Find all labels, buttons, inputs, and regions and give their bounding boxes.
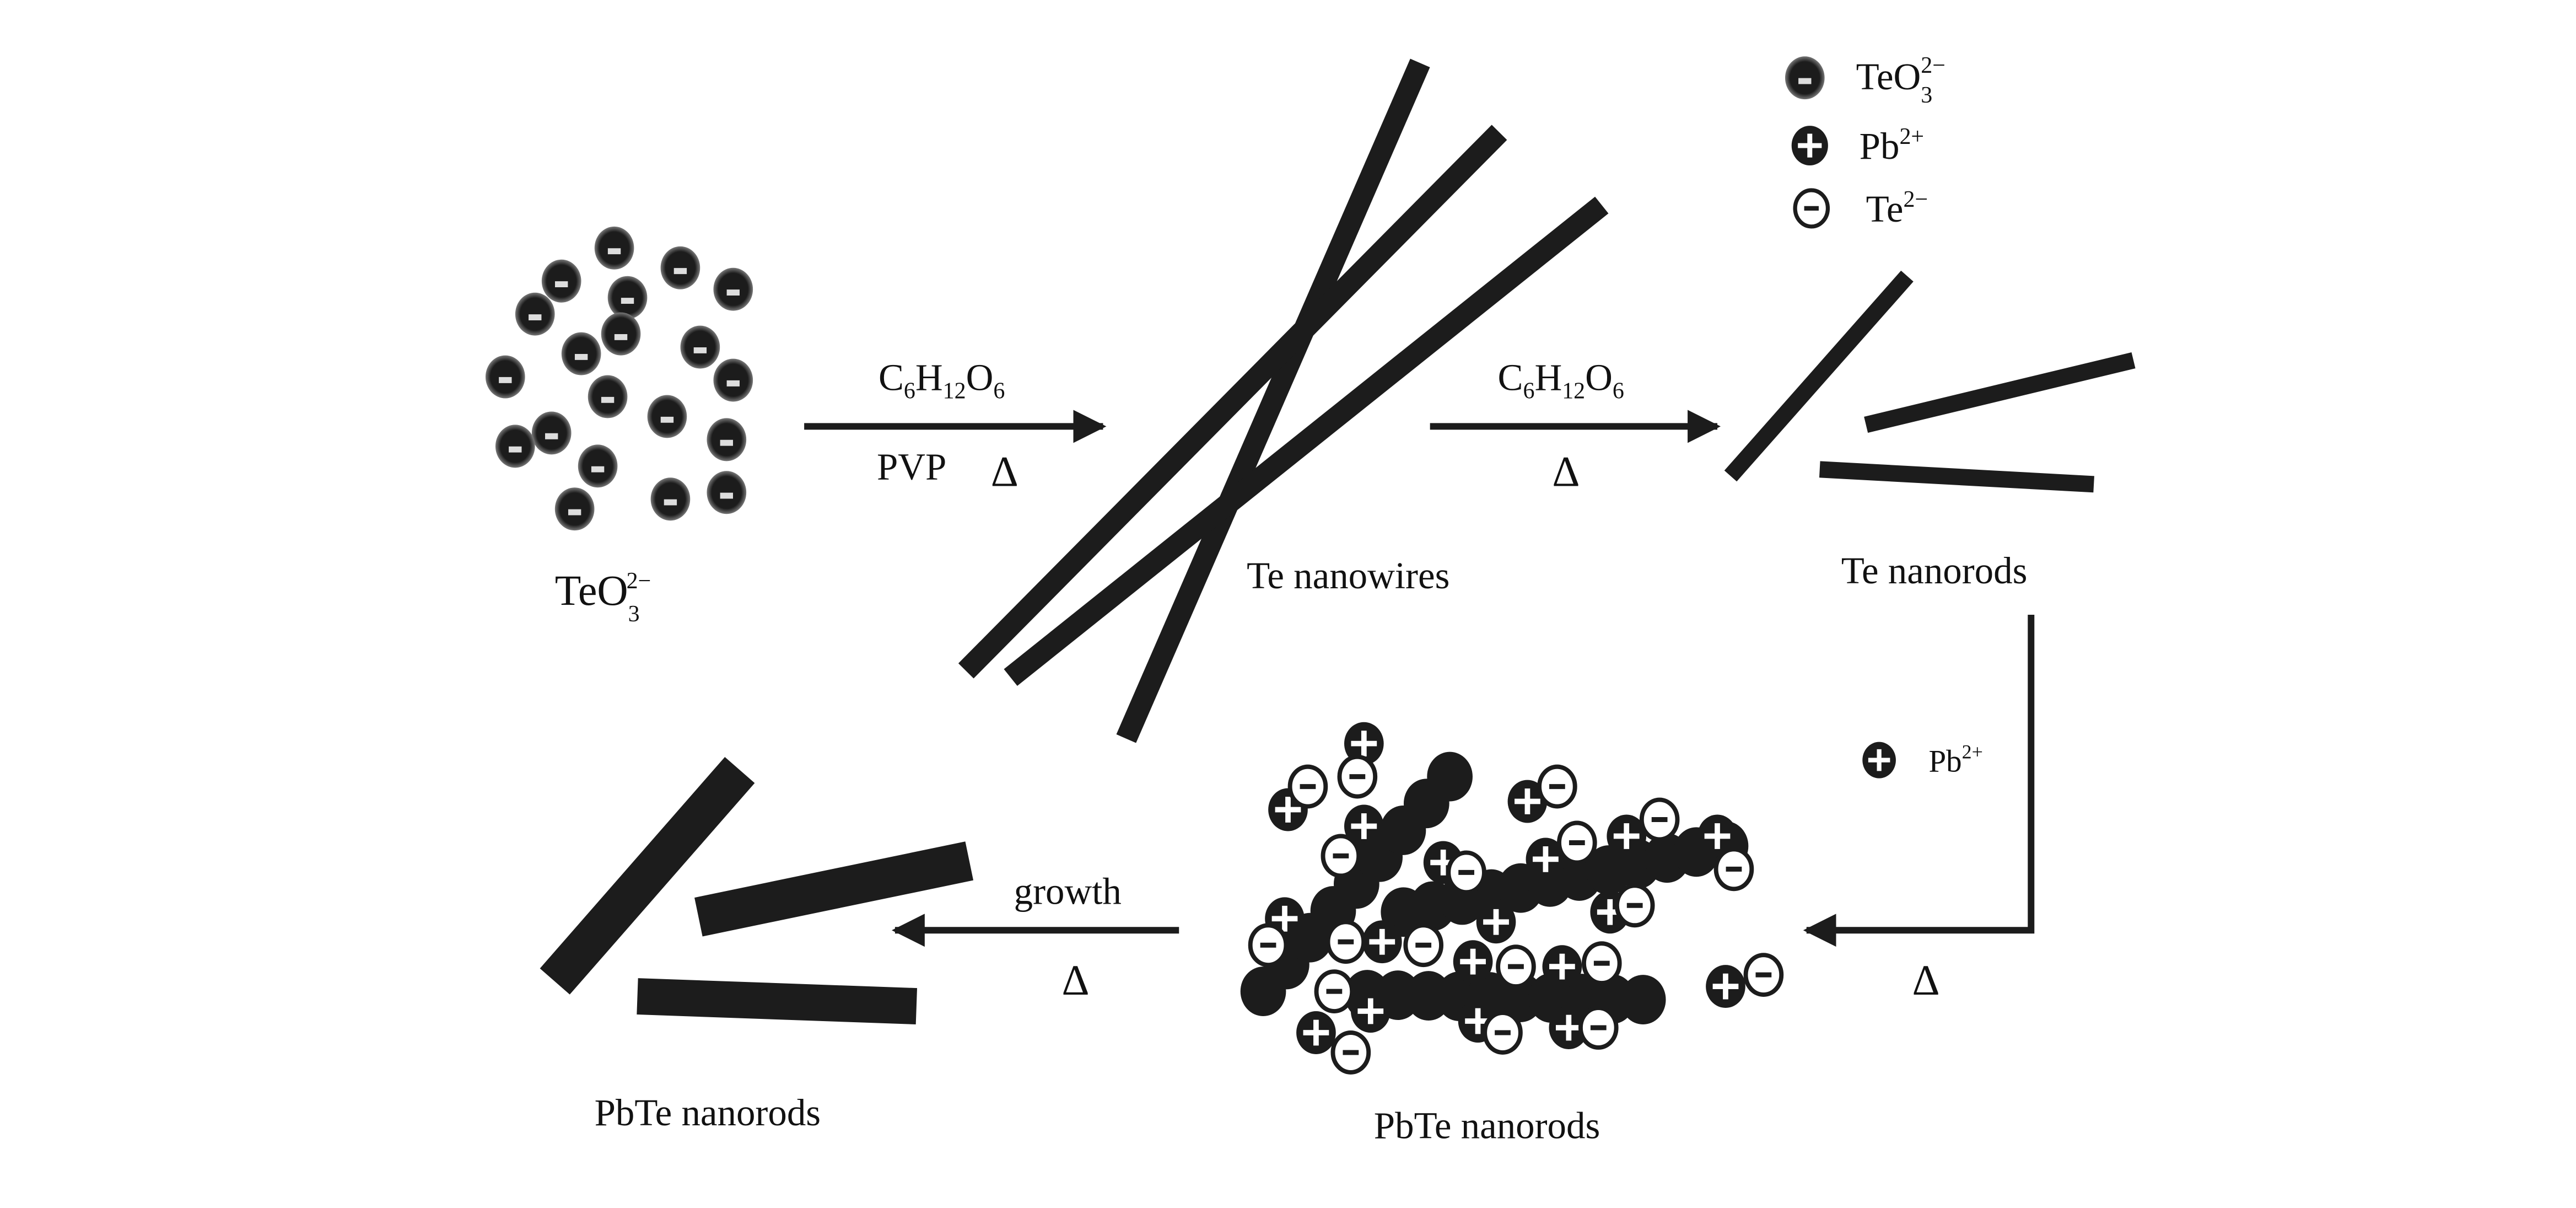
teo3-ion-cluster bbox=[485, 226, 753, 531]
nanowire bbox=[1004, 196, 1609, 686]
teo3-ion-icon bbox=[561, 332, 601, 375]
teo3-ion-icon bbox=[707, 418, 747, 461]
nanorod bbox=[694, 841, 974, 937]
pbte-ion-assembly bbox=[1240, 722, 1784, 1075]
teo3-ion-icon bbox=[650, 477, 691, 521]
te-ion-icon bbox=[1537, 764, 1577, 809]
te-ion-icon bbox=[1287, 764, 1328, 809]
te-ion-icon bbox=[1483, 1011, 1523, 1055]
te-ion-icon bbox=[1614, 883, 1655, 928]
heat-symbol-1: Δ bbox=[991, 448, 1018, 495]
pb-ion-icon bbox=[1296, 1011, 1336, 1054]
teo3-ion-icon bbox=[578, 444, 618, 488]
nanorod bbox=[1724, 270, 1914, 482]
legend: TeO32− Pb2+ Te2− bbox=[1785, 53, 1946, 230]
teo3-ion-icon bbox=[495, 425, 535, 468]
teo3-ion-icon bbox=[531, 411, 572, 455]
te-ion-icon bbox=[1330, 1030, 1371, 1075]
te-ion-icon bbox=[1248, 923, 1289, 968]
reagent-glucose-2: C6H12O6 bbox=[1498, 356, 1624, 404]
te-ion-icon bbox=[1639, 797, 1680, 842]
teo3-ion-icon bbox=[713, 267, 753, 311]
nanorod bbox=[1864, 352, 2136, 433]
pb-ion-icon bbox=[1862, 742, 1896, 779]
teo3-ion-icon bbox=[660, 246, 700, 289]
pb-ion-icon bbox=[1549, 1006, 1589, 1049]
nanorod bbox=[540, 756, 755, 995]
te-ion-icon bbox=[1581, 941, 1622, 986]
te-nanorods bbox=[1724, 270, 2136, 493]
atom bbox=[1620, 975, 1666, 1025]
teo3-ion-icon bbox=[713, 358, 753, 402]
pb-ion-icon bbox=[1344, 804, 1384, 848]
teo3-ion-icon bbox=[607, 276, 648, 319]
heat-symbol-4: Δ bbox=[1062, 957, 1090, 1004]
pb-ion-icon bbox=[1507, 780, 1548, 823]
growth-label: growth bbox=[1014, 870, 1122, 912]
pb-ion-icon bbox=[1706, 965, 1745, 1008]
teo3-ion-icon bbox=[588, 375, 628, 418]
te-ion-icon bbox=[1557, 820, 1597, 865]
nanorod bbox=[1819, 461, 2094, 493]
te-ion-icon bbox=[1337, 754, 1378, 799]
reagent-glucose-1: C6H12O6 bbox=[879, 356, 1005, 404]
te-ion-icon bbox=[1446, 850, 1486, 895]
te-ion-icon bbox=[1793, 188, 1830, 229]
teo3-ion-icon bbox=[647, 395, 687, 438]
pb-ion-icon bbox=[1362, 920, 1402, 964]
pb-ion-icon bbox=[1453, 940, 1493, 984]
reaction-arrow-3 bbox=[1803, 614, 2035, 947]
atom bbox=[1427, 751, 1473, 802]
nanowire bbox=[958, 125, 1507, 679]
teo3-ion-icon bbox=[1785, 56, 1825, 100]
teo3-label: TeO32− bbox=[555, 567, 651, 627]
te-ion-icon bbox=[1321, 834, 1361, 878]
te-ion-icon bbox=[1713, 847, 1754, 892]
legend-label-pb: Pb2+ bbox=[1860, 124, 1924, 167]
pbte-nanorods bbox=[540, 756, 974, 1025]
pb-ion-icon bbox=[1344, 722, 1384, 765]
pbte-nanorods-label-middle: PbTe nanorods bbox=[1374, 1105, 1600, 1147]
pb-ion-icon bbox=[1542, 945, 1582, 989]
teo3-ion-icon bbox=[601, 312, 641, 356]
te-nanowires bbox=[958, 58, 1609, 743]
te-ion-icon bbox=[1403, 923, 1443, 968]
heat-symbol-2: Δ bbox=[1552, 448, 1580, 495]
pbte-nanorods-label-left: PbTe nanorods bbox=[595, 1092, 821, 1134]
legend-label-teo3: TeO32− bbox=[1856, 53, 1946, 108]
te-ion-icon bbox=[1314, 969, 1355, 1014]
legend-label-te: Te2− bbox=[1866, 187, 1928, 230]
te-ion-icon bbox=[1578, 1006, 1619, 1050]
te-nanorods-label: Te nanorods bbox=[1841, 550, 2028, 592]
pb-ion-icon bbox=[1791, 126, 1828, 166]
te-nanowires-label: Te nanowires bbox=[1247, 555, 1449, 597]
pb-ion-icon bbox=[1476, 900, 1516, 944]
teo3-ion-icon bbox=[485, 355, 525, 399]
teo3-ion-icon bbox=[541, 259, 581, 303]
te-ion-icon bbox=[1325, 920, 1366, 964]
pb-ion-icon bbox=[1697, 814, 1737, 858]
heat-symbol-3: Δ bbox=[1912, 957, 1940, 1004]
pvp-label: PVP bbox=[877, 445, 946, 487]
pb-ion-icon bbox=[1862, 742, 1896, 779]
teo3-ion-icon bbox=[680, 325, 720, 369]
nanorod bbox=[637, 978, 918, 1025]
nanowire bbox=[1116, 58, 1430, 743]
te-ion-icon bbox=[1743, 953, 1784, 997]
pb-ion-icon bbox=[1526, 837, 1566, 881]
teo3-ion-icon bbox=[554, 487, 595, 531]
pb-ion-icon bbox=[1350, 990, 1391, 1033]
pb-ion-label: Pb2+ bbox=[1929, 741, 1983, 779]
teo3-ion-icon bbox=[707, 471, 747, 514]
pb-ion-icon bbox=[1607, 814, 1647, 858]
te-ion-icon bbox=[1496, 944, 1536, 989]
teo3-ion-icon bbox=[515, 292, 555, 336]
teo3-ion-icon bbox=[594, 226, 634, 270]
